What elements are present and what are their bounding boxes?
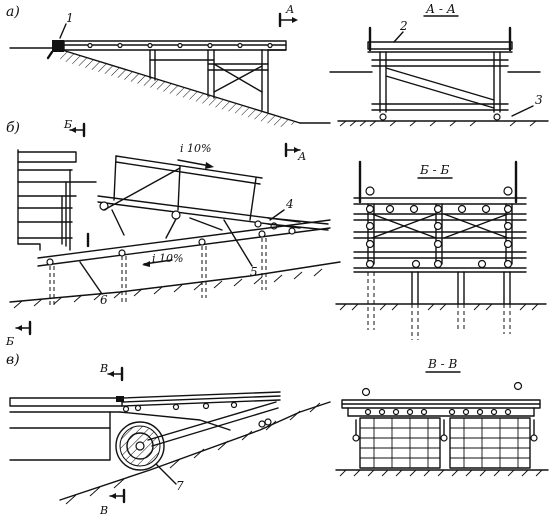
callout-3: 3 (535, 93, 543, 107)
upper-ramp-rivets (99, 201, 278, 230)
callout-7: 7 (176, 479, 184, 493)
figure-v-side-view: в) В 7 В (6, 352, 331, 517)
callout-2: 2 (399, 19, 408, 33)
cut-v1-label: В (99, 362, 108, 375)
section-a-a: А - А 2 3 (329, 2, 549, 127)
section-vv-title: В - В (427, 357, 458, 371)
cut-b1-label: Б (63, 118, 72, 131)
cut-b2-label: Б (5, 335, 14, 348)
drum-right (449, 417, 538, 469)
slope-label-upper: i 10% (180, 142, 211, 155)
figure-b-side-view: б) Б А i 10% (5, 118, 341, 348)
cut-v2-label: В (99, 504, 108, 517)
section-b-b: Б - Б (335, 160, 547, 340)
cut-a1-label: А (285, 3, 294, 16)
figure-a-side-view: а) А (6, 3, 331, 127)
callout-4: 4 (285, 197, 294, 211)
section-v-v: В - В (335, 357, 549, 477)
section-aa-title: А - А (425, 2, 456, 16)
figure-a-label: а) (6, 4, 20, 20)
lower-ramp-rivets (46, 227, 296, 266)
abutment-block (52, 40, 64, 52)
cut-a2-label: А (297, 150, 306, 163)
callout-5: 5 (250, 265, 258, 279)
section-vv-rivets (364, 408, 512, 416)
callout-1: 1 (66, 11, 74, 25)
slope-label-lower: i 10% (152, 252, 183, 265)
callout-6: 6 (100, 293, 108, 307)
deck-a-rivets (87, 42, 273, 49)
drum-left (352, 417, 448, 469)
deck-v-rivets (122, 401, 238, 413)
section-bb-bolts (365, 186, 513, 269)
section-bb-title: Б - Б (419, 163, 450, 177)
figure-v-label: в) (6, 352, 20, 368)
wheel-7 (115, 421, 165, 471)
figure-b-label: б) (6, 120, 20, 136)
cut-mark-a-top: А (278, 3, 298, 28)
